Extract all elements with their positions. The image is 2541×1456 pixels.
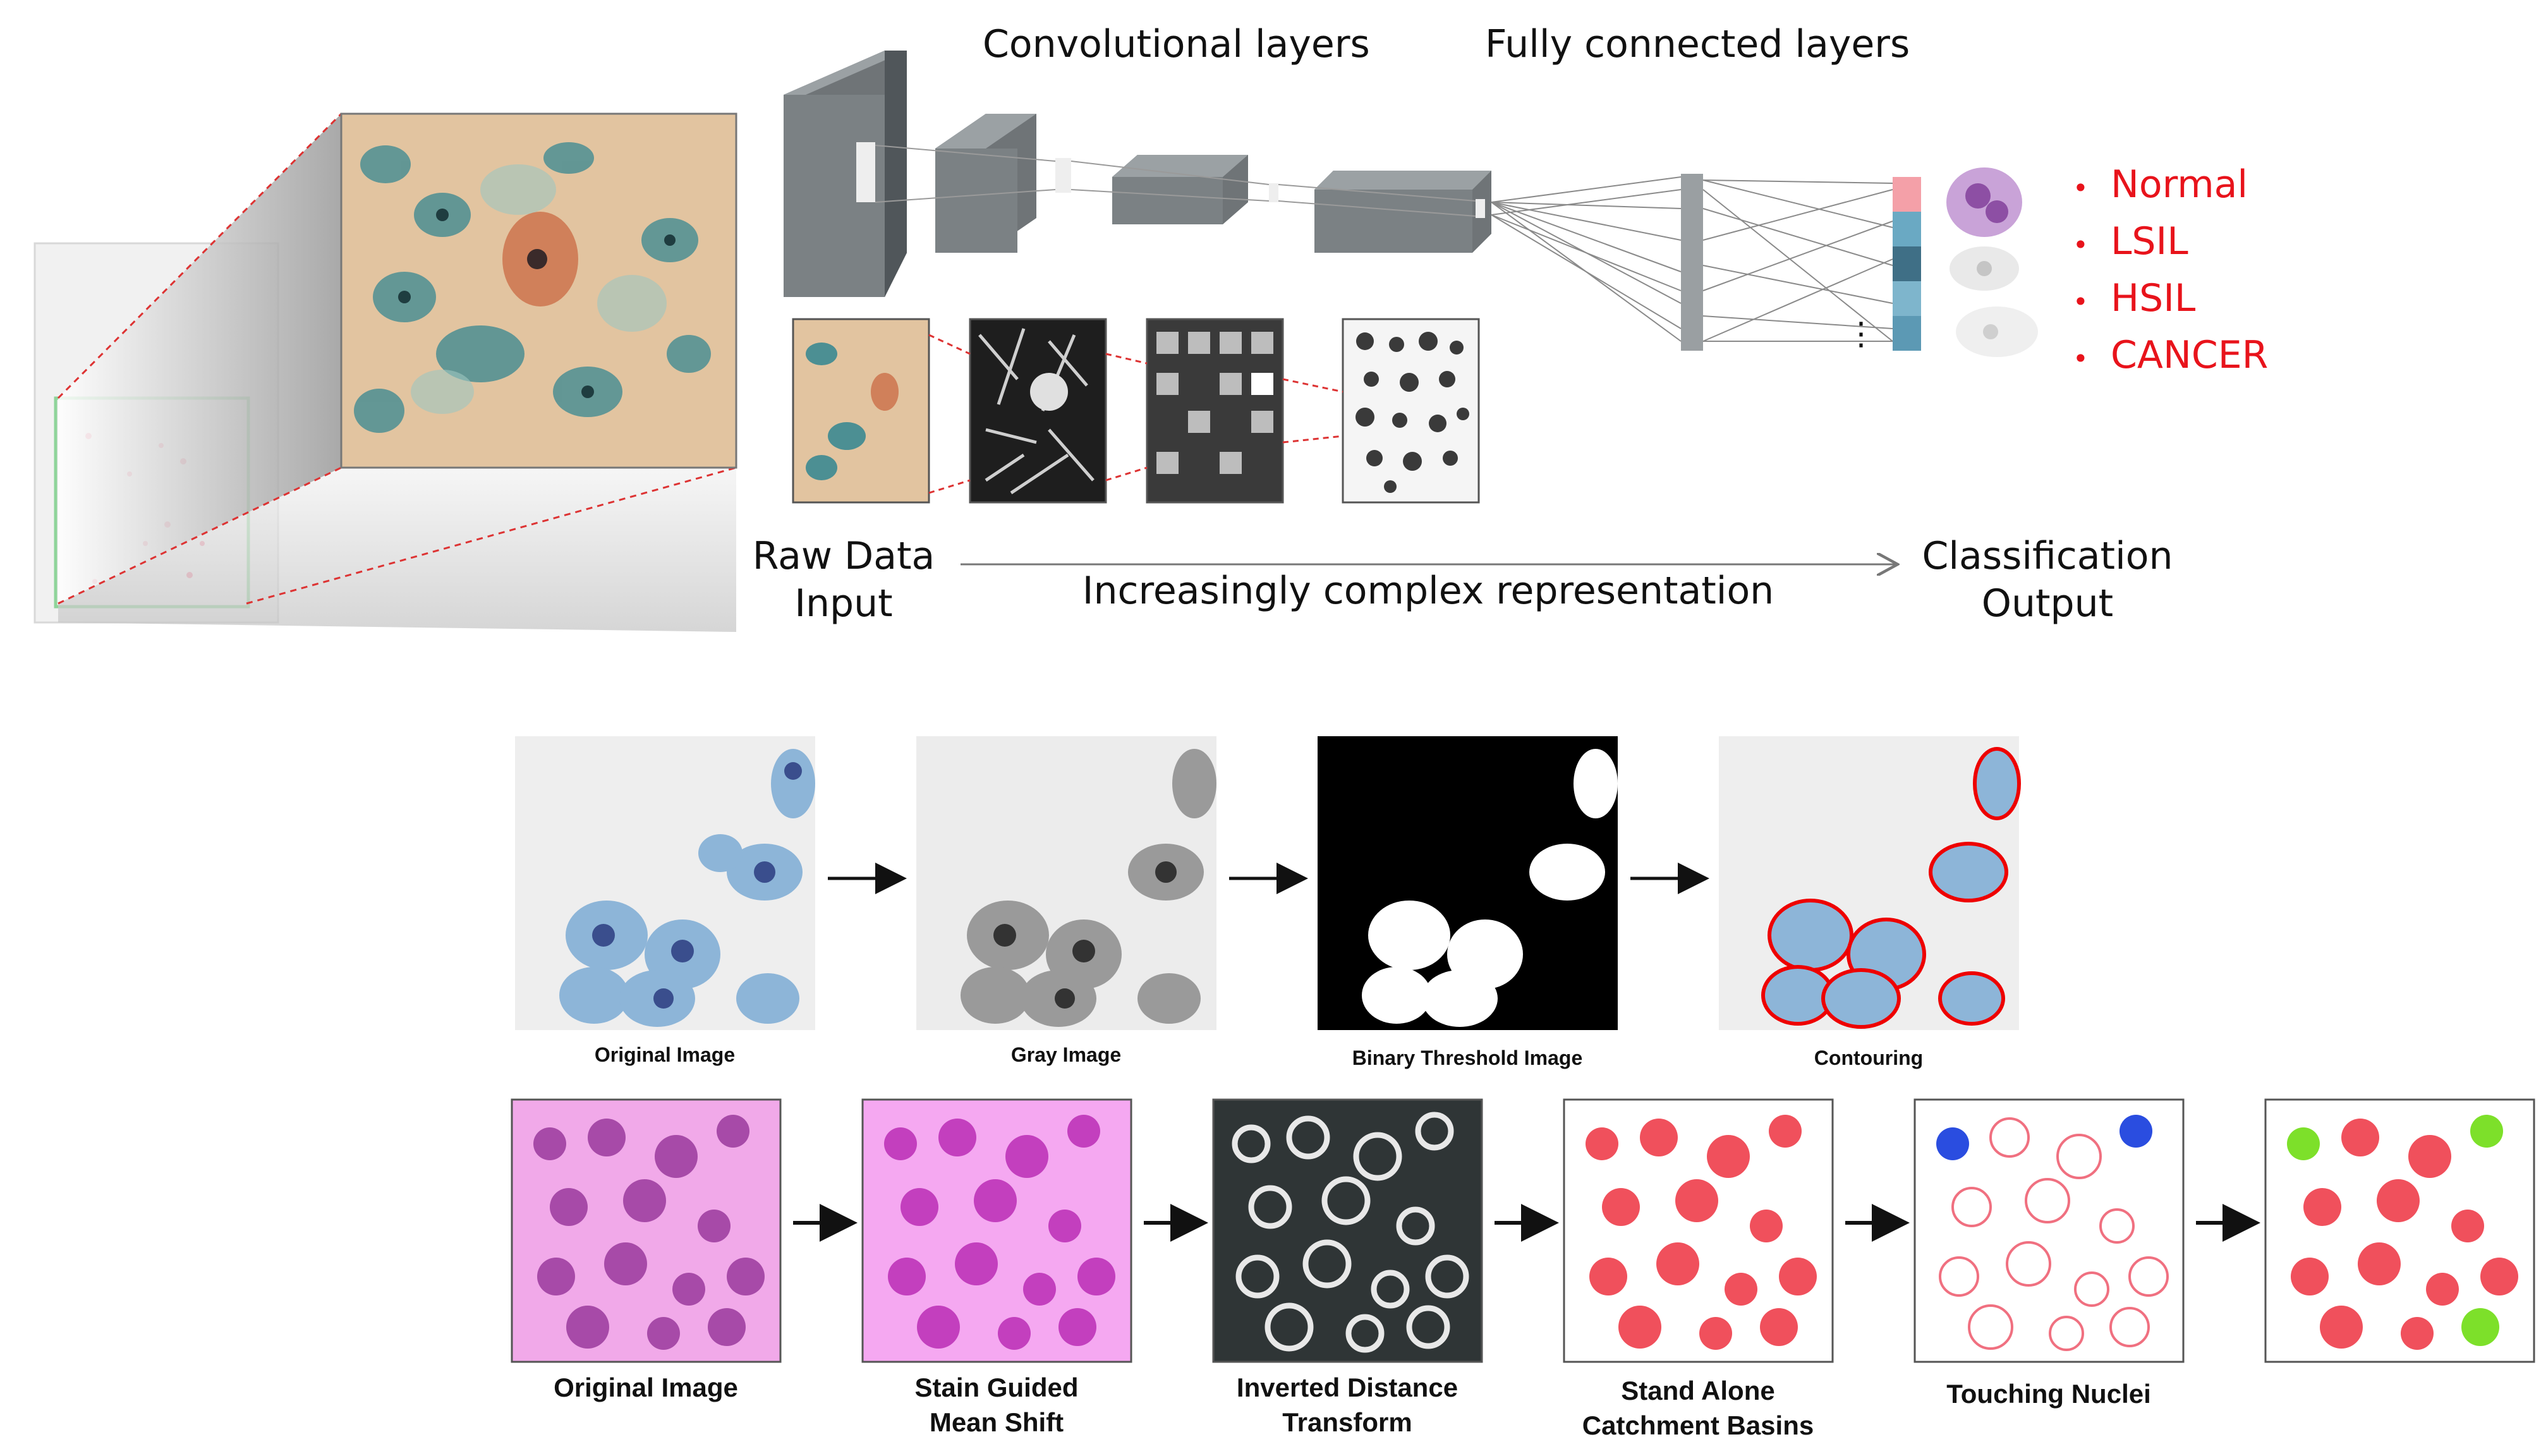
conv-layers-label: Convolutional layers xyxy=(983,22,1370,66)
conv-block-3 xyxy=(1112,155,1278,224)
conv-block-1 xyxy=(784,51,907,297)
caption-p2-inverted-distance: Inverted Distance xyxy=(1237,1373,1458,1402)
class-bullet: • xyxy=(2073,173,2089,203)
caption-p2-mean-shift: Mean Shift xyxy=(930,1407,1064,1437)
pipeline2-panel-2 xyxy=(861,1098,1132,1363)
output-label: Output xyxy=(1982,581,2113,626)
pipeline1-contouring-image xyxy=(1719,736,2021,1030)
raw-data-label: Raw Data xyxy=(753,534,935,578)
conv-block-4 xyxy=(1314,171,1491,253)
output-vector-cell xyxy=(1893,177,1921,212)
caption-contouring: Contouring xyxy=(1814,1046,1923,1069)
class-bullet: • xyxy=(2073,286,2089,317)
feature-map-textures xyxy=(1146,318,1284,504)
class-lsil: LSIL xyxy=(2111,219,2188,264)
class-list: • Normal • LSIL • HSIL • CANCER xyxy=(2073,162,2268,377)
output-vector-cell xyxy=(1893,316,1921,351)
feature-map-raw xyxy=(792,318,930,504)
pap-smear-zoom-image xyxy=(340,112,737,469)
fc-layers-label: Fully connected layers xyxy=(1485,22,1910,66)
caption-p2-stain-guided: Stain Guided xyxy=(914,1373,1078,1402)
classification-label: Classification xyxy=(1922,534,2173,578)
output-vector-cell xyxy=(1893,212,1921,246)
caption-binary-threshold: Binary Threshold Image xyxy=(1352,1046,1583,1069)
output-ellipsis: ⋮ xyxy=(1845,315,1877,352)
caption-gray-image: Gray Image xyxy=(1011,1043,1121,1066)
caption-p2-catchment-basins: Catchment Basins xyxy=(1582,1410,1814,1440)
pipeline1-gray-image xyxy=(916,736,1216,1030)
feature-map-connectors xyxy=(928,334,1343,494)
class-hsil: HSIL xyxy=(2111,276,2196,320)
feature-map-edges xyxy=(969,318,1107,504)
caption-original-image: Original Image xyxy=(595,1043,735,1066)
output-vector-cell xyxy=(1893,281,1921,316)
pipeline2-panel-3 xyxy=(1212,1098,1483,1363)
zoom-projection xyxy=(57,112,737,632)
output-vector-cell xyxy=(1893,246,1921,281)
output-vector xyxy=(1893,177,1921,351)
pipeline2-panel-6 xyxy=(2264,1098,2535,1363)
pipeline2-panel-5 xyxy=(1913,1098,2185,1363)
fully-connected-network xyxy=(1491,174,1893,351)
representation-label: Increasingly complex representation xyxy=(1083,569,1774,613)
conv-block-2 xyxy=(935,114,1071,253)
pipeline2-panel-4 xyxy=(1563,1098,1834,1363)
pipeline2-panel-1 xyxy=(511,1098,782,1363)
caption-p2-original: Original Image xyxy=(554,1373,738,1402)
input-label: Input xyxy=(794,581,892,626)
caption-p2-transform: Transform xyxy=(1282,1407,1412,1437)
class-bullet: • xyxy=(2073,229,2089,260)
conv-connectors xyxy=(875,145,1476,217)
class-cancer: CANCER xyxy=(2111,333,2268,377)
output-cell-thumbnails xyxy=(1946,167,2038,357)
pipeline1-original-image xyxy=(515,736,815,1030)
caption-p2-stand-alone: Stand Alone xyxy=(1621,1376,1774,1405)
class-bullet: • xyxy=(2073,343,2089,374)
pipeline1-binary-image xyxy=(1318,736,1618,1030)
feature-map-blobs xyxy=(1342,318,1480,504)
pipeline2-panels xyxy=(511,1098,2535,1363)
class-normal: Normal xyxy=(2111,162,2248,207)
caption-p2-touching-nuclei: Touching Nuclei xyxy=(1946,1379,2151,1409)
